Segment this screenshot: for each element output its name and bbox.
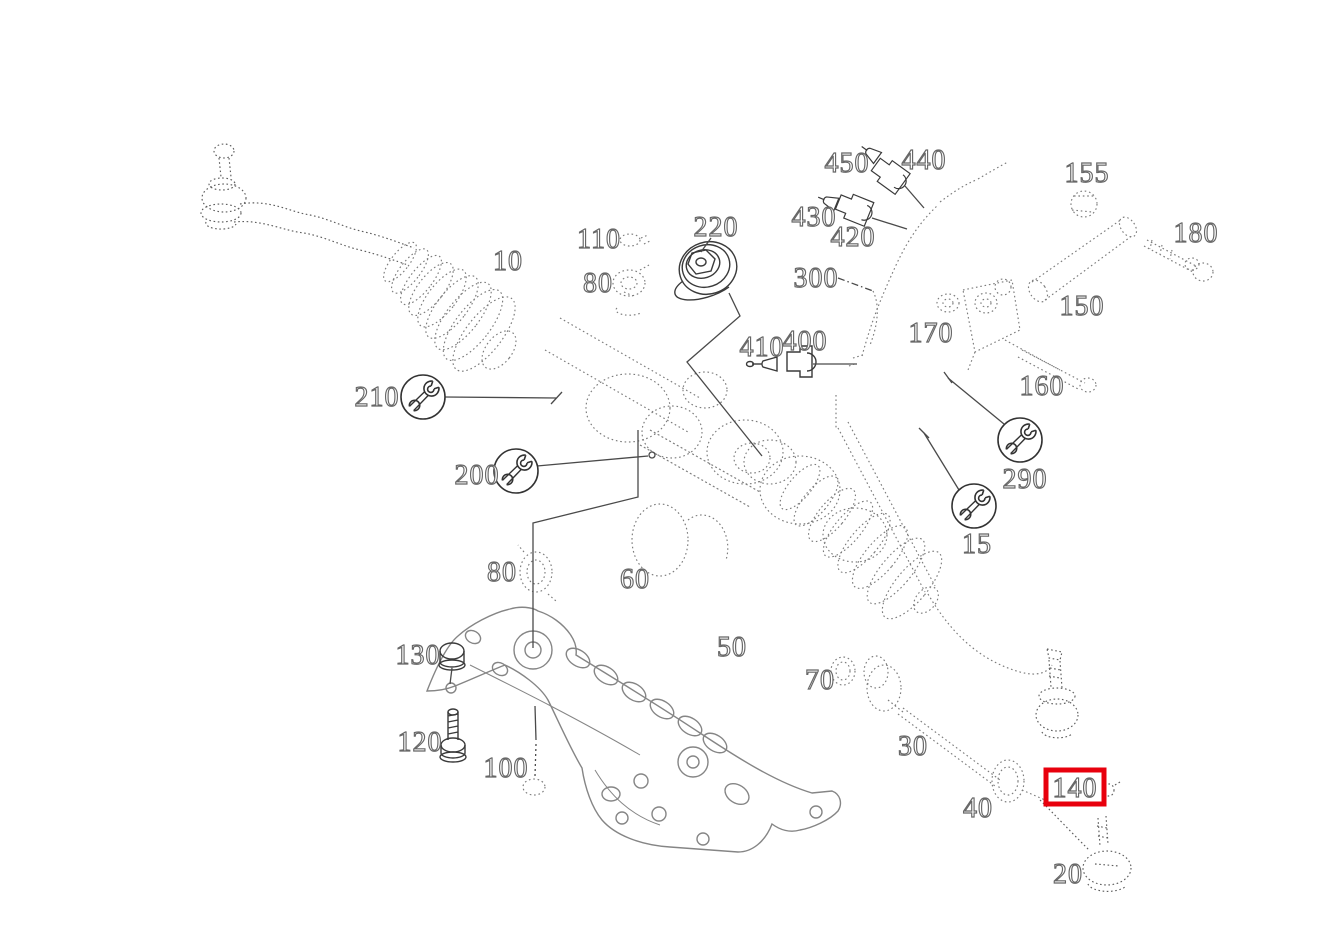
right-boot-bellows-sketch	[779, 463, 943, 620]
part-label-70[interactable]: 70	[804, 664, 835, 696]
part-label-400[interactable]: 400	[782, 325, 828, 357]
part-label-100[interactable]: 100	[483, 752, 529, 784]
part-label-10[interactable]: 10	[492, 245, 523, 277]
hydraulic-hoses-sketch	[835, 161, 1009, 430]
part-label-20[interactable]: 20	[1052, 858, 1083, 890]
part-label-410[interactable]: 410	[739, 331, 785, 363]
sensor-420-drawing	[834, 193, 875, 228]
part-label-440[interactable]: 440	[901, 144, 947, 176]
part-label-220[interactable]: 220	[693, 211, 739, 243]
boot-clamp-80-upper-sketch	[612, 264, 650, 316]
leader-lines	[444, 185, 1005, 777]
flange-nut-130-drawing	[438, 642, 466, 671]
left-tie-rod-arm-sketch	[233, 202, 415, 266]
bolt-180-sketch	[1143, 239, 1214, 282]
part-label-40[interactable]: 40	[962, 792, 993, 824]
part-label-180[interactable]: 180	[1173, 217, 1219, 249]
wrench-icon-210[interactable]	[400, 374, 446, 420]
mount-ring-60-sketch	[631, 503, 729, 577]
part-label-200[interactable]: 200	[454, 459, 500, 491]
bolt-120-drawing	[439, 708, 467, 763]
left-tie-rod-end-sketch	[200, 143, 247, 230]
wrench-icon-200[interactable]	[493, 448, 539, 494]
plug-410-drawing	[745, 356, 778, 372]
subframe-drawing	[425, 606, 842, 853]
sensor-440-drawing	[870, 157, 911, 196]
part-label-290[interactable]: 290	[1002, 463, 1048, 495]
sensor-400-drawing	[786, 345, 817, 378]
wrench-icon-15[interactable]	[951, 483, 997, 529]
right-tie-rod-shaft-sketch	[837, 421, 1053, 675]
wrench-icon-290[interactable]	[997, 417, 1043, 463]
inner-ball-joint-sketch	[863, 655, 904, 713]
part-label-80-upper[interactable]: 80	[582, 267, 613, 299]
part-label-15[interactable]: 15	[961, 528, 992, 560]
part-label-150[interactable]: 150	[1059, 290, 1105, 322]
part-label-110[interactable]: 110	[576, 223, 621, 255]
washer-40-sketch	[991, 759, 1025, 803]
rack-housing-sketch	[544, 317, 888, 563]
part-label-170[interactable]: 170	[908, 317, 954, 349]
plug-430-drawing	[817, 196, 840, 212]
part-label-50[interactable]: 50	[716, 631, 747, 663]
part-label-300[interactable]: 300	[793, 262, 839, 294]
boot-clamp-110-sketch	[619, 233, 651, 247]
left-boot-bellows-sketch	[383, 241, 517, 372]
fitting-170-sketch	[936, 293, 960, 313]
part-label-140[interactable]: 140	[1052, 772, 1098, 804]
outer-tie-rod-end-upper-sketch	[1035, 648, 1079, 739]
valve-housing-sketch	[962, 278, 1061, 371]
part-label-430[interactable]: 430	[791, 201, 837, 233]
part-label-80-lower[interactable]: 80	[486, 556, 517, 588]
part-label-160[interactable]: 160	[1019, 370, 1065, 402]
clamp-bolt-80-lower-sketch	[517, 544, 557, 602]
rod-160-sketch	[1017, 349, 1097, 393]
cap-220-drawing	[674, 240, 738, 301]
part-label-450[interactable]: 450	[824, 147, 870, 179]
highlight-box-140	[1043, 767, 1107, 807]
circlip-100-sketch	[522, 778, 546, 796]
seal-70-sketch	[830, 656, 856, 686]
part-label-210[interactable]: 210	[354, 381, 400, 413]
outer-tie-rod-end-20-sketch	[1039, 799, 1132, 892]
nut-155-sketch	[1070, 190, 1098, 218]
part-label-30[interactable]: 30	[897, 730, 928, 762]
part-label-420[interactable]: 420	[830, 221, 876, 253]
part-label-130[interactable]: 130	[395, 639, 441, 671]
plug-450-drawing	[861, 146, 883, 165]
part-label-120[interactable]: 120	[397, 726, 443, 758]
part-label-155[interactable]: 155	[1064, 157, 1110, 189]
part-label-60[interactable]: 60	[619, 563, 650, 595]
